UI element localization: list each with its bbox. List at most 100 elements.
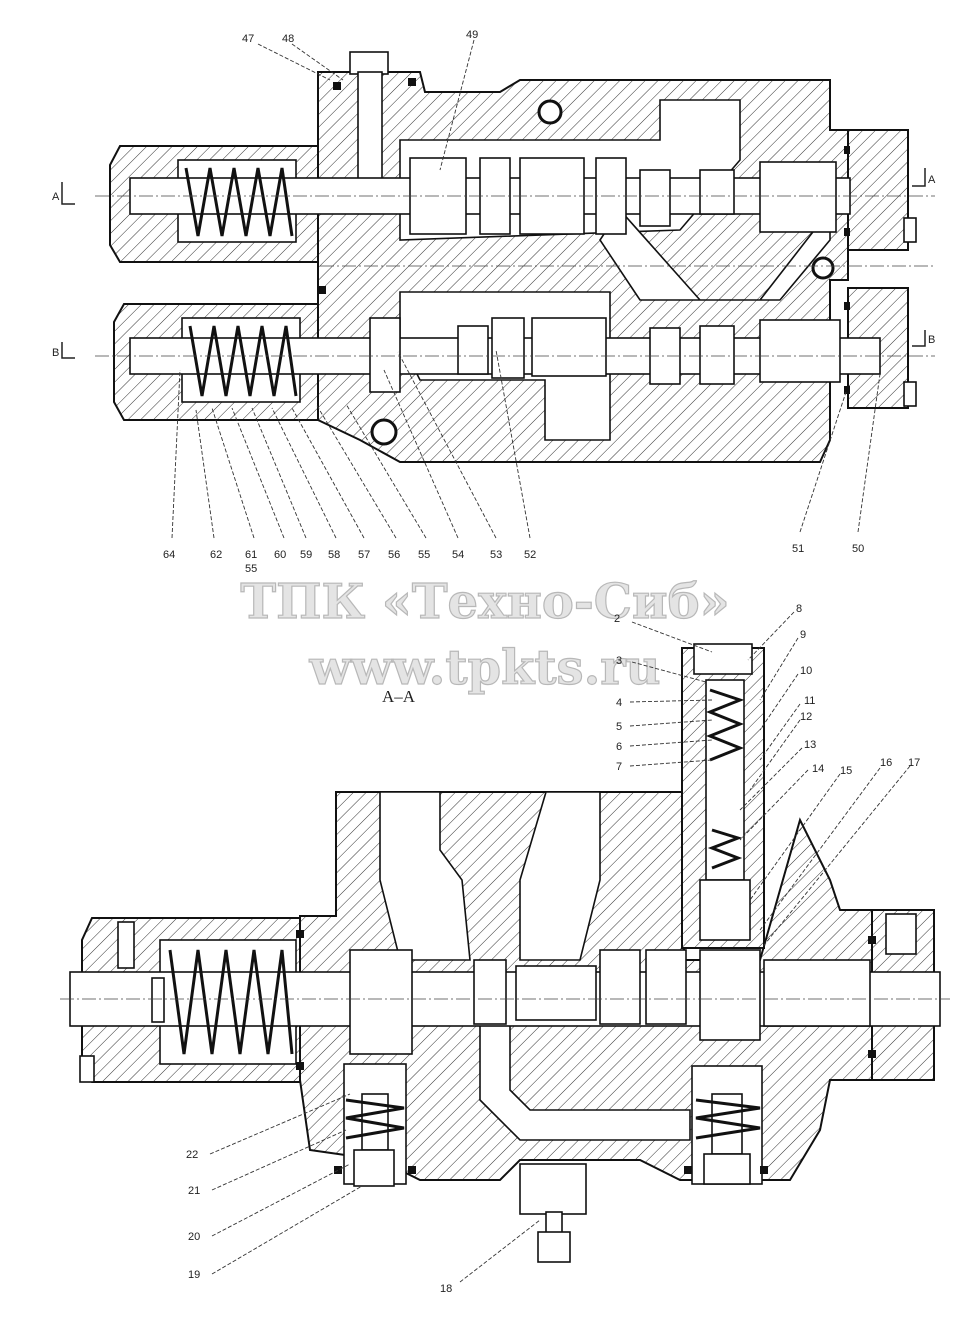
top-lower-land-2 [457, 325, 489, 375]
callout-59: 59 [300, 549, 312, 561]
bottom-land-6 [699, 949, 761, 1041]
callout-50: 50 [852, 543, 864, 555]
bottom-land-7 [763, 959, 871, 1027]
callout-53: 53 [490, 549, 502, 561]
leader-line [629, 739, 713, 747]
leader-line [799, 391, 847, 533]
top-lower-land-6 [699, 325, 735, 385]
right-check-valve-spring [695, 1098, 761, 1140]
leader-line [397, 351, 497, 539]
leader-line [629, 719, 713, 727]
section-marker-a-right [912, 168, 926, 187]
callout-18: 18 [440, 1283, 452, 1295]
top-bolt-head [349, 51, 389, 75]
bottom-end-plug [885, 913, 917, 955]
section-mark-a-right: A [928, 174, 936, 186]
callout-47: 47 [242, 33, 254, 45]
leader-line [439, 39, 475, 171]
bottom-land-5 [645, 949, 687, 1025]
top-upper-end-plug [903, 217, 917, 243]
leader-line [291, 43, 344, 81]
top-seal [844, 146, 850, 154]
callout-4: 4 [616, 697, 622, 709]
callout-15: 15 [840, 765, 852, 777]
top-upper-end-cap [847, 129, 909, 251]
callout-52: 52 [524, 549, 536, 561]
callout-21: 21 [188, 1185, 200, 1197]
callout-57: 57 [358, 549, 370, 561]
callout-62: 62 [210, 549, 222, 561]
section-marker-a-left [61, 182, 75, 205]
bottom-land-4 [599, 949, 641, 1025]
top-plug-middle-right [811, 256, 835, 280]
callout-5: 5 [616, 721, 622, 733]
bottom-seal [760, 1166, 768, 1174]
callout-22: 22 [186, 1149, 198, 1161]
leader-line [759, 765, 911, 951]
leader-line [195, 409, 215, 539]
callout-9: 9 [800, 629, 806, 641]
leader-line [345, 403, 427, 539]
section-mark-a-left: A [52, 191, 60, 203]
leader-line [211, 1185, 363, 1275]
leader-line [759, 767, 881, 931]
relief-valve-spring [705, 688, 745, 762]
leader-line [629, 759, 713, 767]
callout-49: 49 [466, 29, 478, 41]
leader-line [209, 1093, 351, 1155]
right-check-valve-cap [703, 1153, 751, 1185]
top-seal [844, 386, 850, 394]
leader-line [171, 369, 181, 539]
callout-3: 3 [616, 655, 622, 667]
callout-51: 51 [792, 543, 804, 555]
leader-line [759, 703, 801, 761]
top-lower-spring [188, 325, 298, 397]
bottom-fitting-nut [537, 1231, 571, 1263]
leader-line [629, 699, 713, 703]
callout-60: 60 [274, 549, 286, 561]
top-seal [408, 78, 416, 86]
top-upper-land-6 [699, 169, 735, 215]
top-lower-land-3 [491, 317, 525, 379]
top-lower-end-plug [903, 381, 917, 407]
top-view: A A B B 47 48 49 64 62 61 55 60 59 58 57… [52, 29, 936, 575]
section-mark-b-left: B [52, 347, 59, 359]
leader-line [383, 369, 459, 539]
callout-11: 11 [804, 695, 815, 707]
bottom-main-spring [168, 949, 294, 1055]
leader-line [251, 407, 307, 539]
bottom-seal [334, 1166, 342, 1174]
top-lower-land-4 [531, 317, 607, 377]
bottom-seal [296, 1062, 304, 1070]
leader-line [211, 1129, 347, 1191]
leader-line [211, 407, 255, 539]
leader-line [495, 349, 531, 539]
callout-8: 8 [796, 603, 802, 615]
leader-line [257, 43, 331, 81]
bottom-spring-seat [151, 977, 165, 1023]
leader-line [747, 611, 795, 661]
watermark-company: ТПК «Техно-Сиб» [240, 574, 729, 630]
top-upper-land-5 [639, 169, 671, 227]
callout-10: 10 [800, 665, 812, 677]
callout-7: 7 [616, 761, 622, 773]
callout-12: 12 [800, 711, 812, 723]
section-label: A–A [382, 687, 416, 706]
top-plug-lower-left [370, 418, 398, 446]
leader-line [749, 719, 801, 791]
leader-line [211, 1163, 351, 1237]
top-lower-land-1 [369, 317, 401, 393]
callout-20: 20 [188, 1231, 200, 1243]
top-bolt-shank [357, 71, 383, 193]
leader-line [759, 673, 799, 731]
section-marker-b-right [912, 330, 926, 347]
bottom-left-plug [117, 921, 135, 969]
callout-61: 61 [245, 549, 257, 561]
leader-line [291, 407, 365, 539]
bottom-land-3 [515, 965, 597, 1021]
bottom-seal [296, 930, 304, 938]
leader-line [759, 637, 799, 701]
bottom-cavity-right [519, 791, 601, 961]
callout-56: 56 [388, 549, 400, 561]
top-seal [333, 82, 341, 90]
